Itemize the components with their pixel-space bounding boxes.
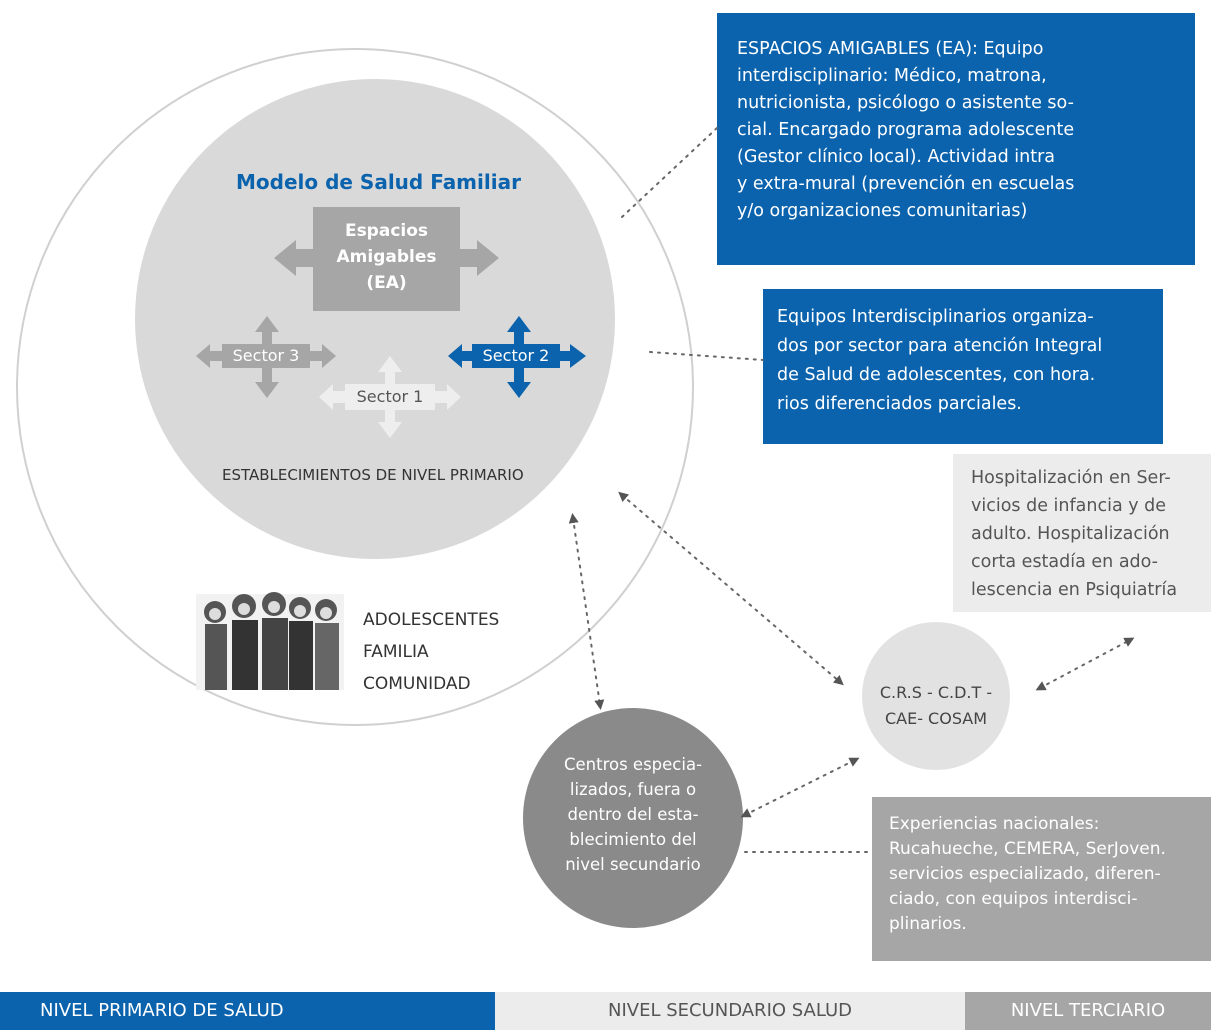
exp-desc-box [872, 797, 1211, 961]
crs-label: C.R.S - C.D.T -CAE- COSAM [879, 683, 993, 728]
sector1-arrows [319, 356, 461, 438]
connector-ea [621, 127, 718, 218]
sector2-label: Sector 2 [482, 346, 550, 365]
sector3-arrows [196, 316, 336, 398]
centros-node [523, 708, 743, 928]
ea-label: Espacios Amigables (EA) [336, 221, 437, 293]
sector2-arrows [448, 316, 586, 398]
hosp-desc-text: Hospitalización en Ser-vicios de infanci… [971, 468, 1178, 600]
arrow-centros-crs [740, 757, 860, 818]
exp-desc-text: Experiencias nacionales:Rucahueche, CEME… [889, 814, 1166, 934]
people-illustration [196, 592, 344, 690]
crs-node [862, 622, 1010, 770]
ea-desc-box [717, 13, 1195, 265]
ea-arrows [274, 240, 499, 276]
connector-equipos [649, 351, 764, 361]
ea-box [313, 207, 460, 311]
model-title: Modelo de Salud Familiar [236, 170, 521, 194]
level-tertiary-bar: NIVEL TERCIARIO [965, 992, 1211, 1030]
arrow-primary-centros [568, 513, 605, 710]
hosp-desc-box [953, 454, 1211, 612]
arrow-crs-hosp [1035, 637, 1135, 691]
arrow-primary-crs [618, 491, 844, 686]
equipos-desc-box [763, 289, 1163, 444]
sector1-label: Sector 1 [356, 387, 424, 406]
establishments-label: ESTABLECIMIENTOS DE NIVEL PRIMARIO [222, 466, 524, 484]
groups-list: ADOLESCENTES FAMILIA COMUNIDAD [363, 610, 500, 694]
level-secondary-bar: NIVEL SECUNDARIO SALUD [495, 992, 965, 1030]
level-primary-bar: NIVEL PRIMARIO DE SALUD [0, 992, 495, 1030]
sector3-label: Sector 3 [232, 346, 300, 365]
centros-label: Centros especia-lizados, fuera o dentro … [563, 755, 703, 874]
equipos-desc-text: Equipos Interdisciplinarios organiza-dos… [777, 307, 1103, 414]
inner-circle [135, 79, 615, 559]
